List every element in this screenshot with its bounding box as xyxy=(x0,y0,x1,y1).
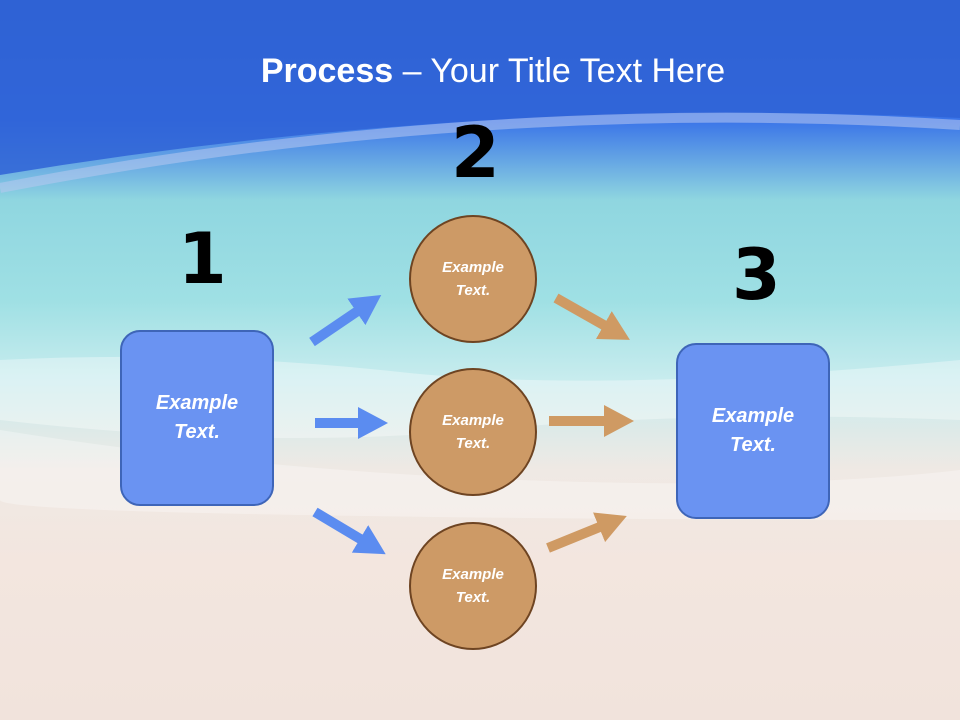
circle-bottom-line2: Text. xyxy=(455,589,491,606)
circle-top-line1: Example xyxy=(442,259,504,276)
arrow-blue-down xyxy=(312,507,386,555)
arrow-blue-up xyxy=(309,295,382,347)
slide-title: Process – Your Title Text Here xyxy=(0,52,960,91)
left-box-line1: Example xyxy=(155,392,239,414)
right-box-line2: Text. xyxy=(730,434,776,456)
circle-middle-line1: Example xyxy=(442,412,504,429)
circle-bottom-line1: Example xyxy=(442,566,504,583)
arrow-orange-up xyxy=(546,512,627,553)
title-rest: – Your Title Text Here xyxy=(393,52,726,90)
right-box-line1: Example xyxy=(711,405,795,427)
left-box-line2: Text. xyxy=(174,421,220,443)
circle-top-line2: Text. xyxy=(455,282,491,299)
step-number-2: 2 xyxy=(451,112,500,194)
arrow-orange-down xyxy=(553,293,630,340)
step-number-3: 3 xyxy=(732,234,781,316)
circle-middle-line2: Text. xyxy=(455,435,491,452)
title-bold: Process xyxy=(260,52,394,90)
step-number-1: 1 xyxy=(178,218,227,300)
